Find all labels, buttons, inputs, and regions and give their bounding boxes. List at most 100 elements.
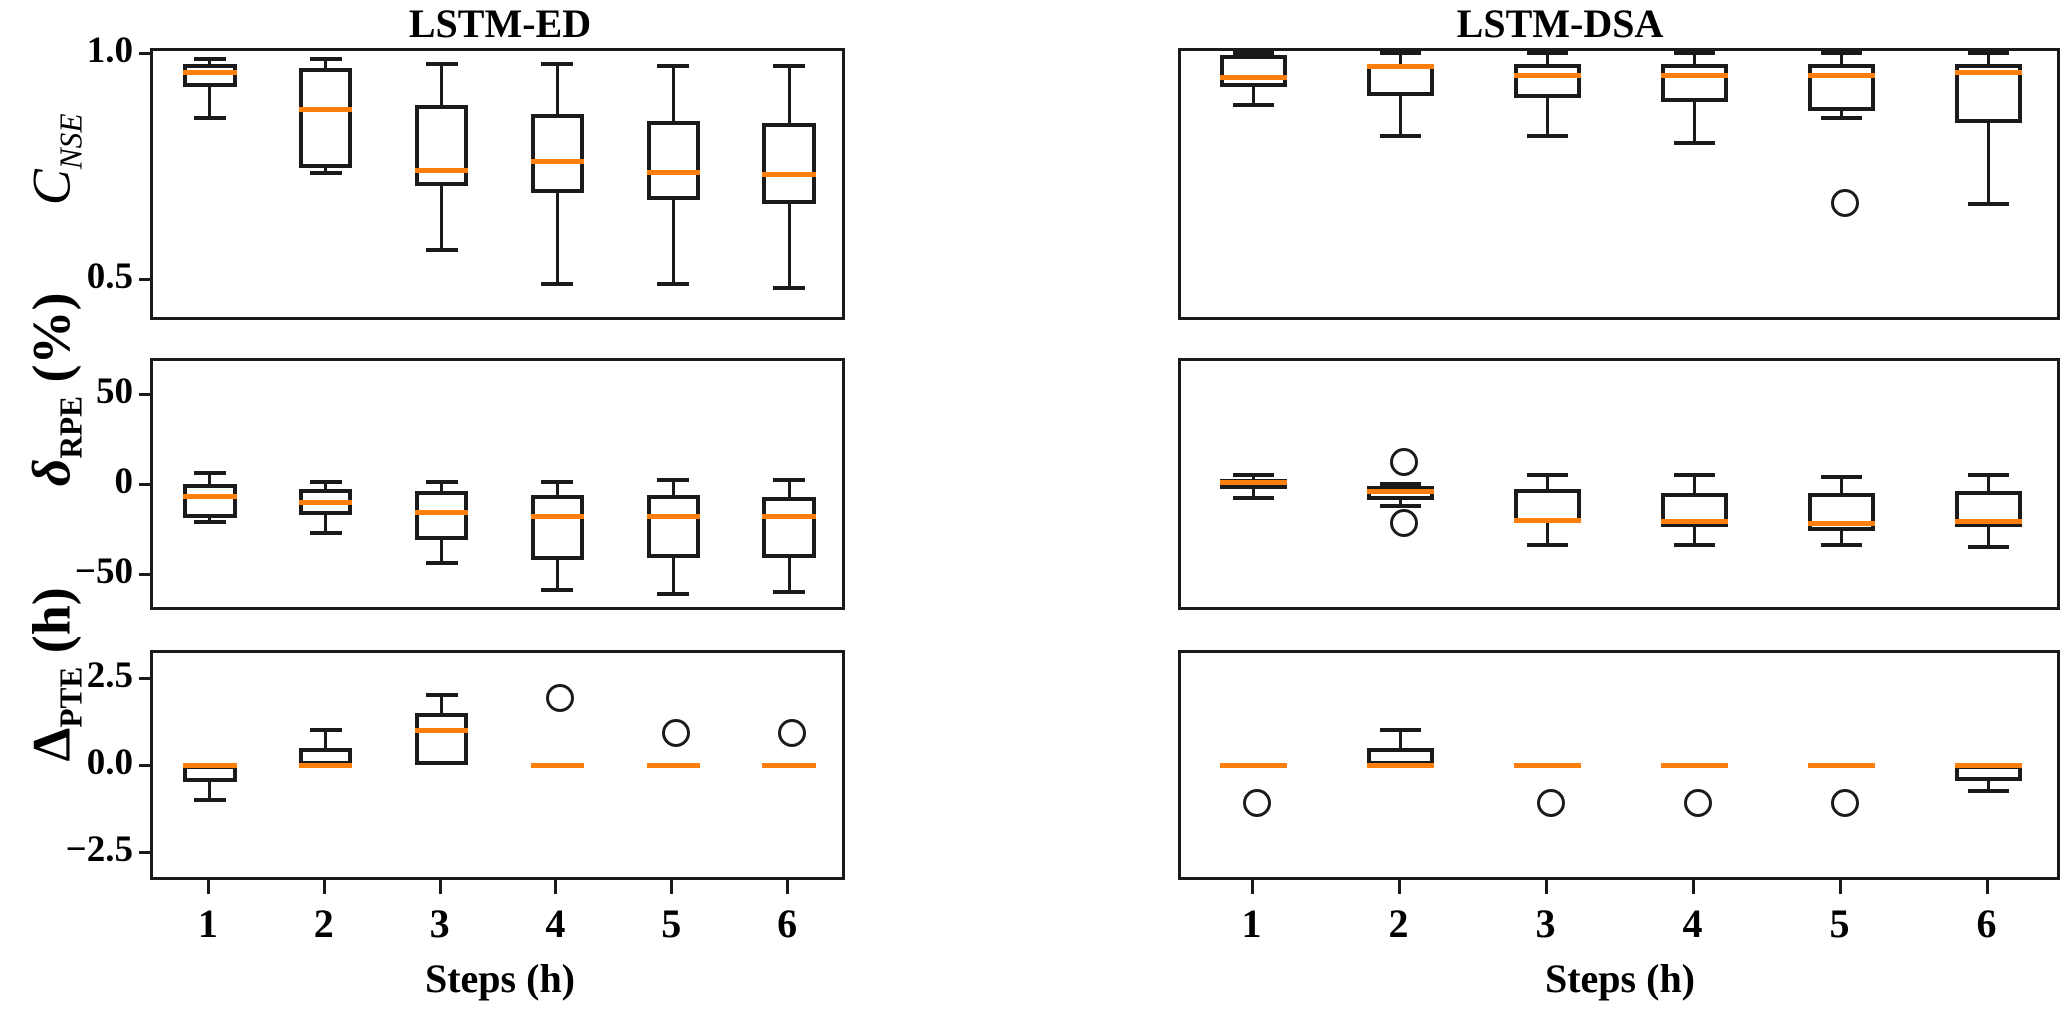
box-right-nse-4 xyxy=(1660,63,1729,103)
whisker-lower-right-nse-4 xyxy=(1693,102,1696,144)
whisker-upper-left-rpe-4 xyxy=(555,482,559,495)
median-right-pte-3 xyxy=(1513,762,1582,768)
median-left-nse-3 xyxy=(414,167,469,173)
box-left-nse-3 xyxy=(414,104,469,187)
whisker-lower-right-pte-6 xyxy=(1987,780,1990,792)
whisker-lower-right-rpe-5 xyxy=(1840,530,1843,546)
median-right-nse-4 xyxy=(1660,72,1729,78)
boxplot-group-right-nse xyxy=(1180,50,2058,318)
median-right-pte-2 xyxy=(1366,762,1435,768)
whisker-cap-lower-left-rpe-5 xyxy=(657,591,690,596)
xtick-mark-right-6 xyxy=(1985,880,1989,894)
box-right-nse-6 xyxy=(1954,63,2023,123)
xtick-label-right-6: 6 xyxy=(1976,901,1997,946)
xtick-label-right-2: 2 xyxy=(1388,901,1409,946)
whisker-cap-lower-left-rpe-4 xyxy=(541,588,574,593)
whisker-cap-lower-left-rpe-3 xyxy=(425,561,458,566)
whisker-upper-left-rpe-6 xyxy=(787,480,791,497)
whisker-upper-left-rpe-1 xyxy=(208,473,212,484)
median-left-rpe-1 xyxy=(183,494,237,500)
median-left-pte-5 xyxy=(646,762,700,768)
flier-right-pte-4-0 xyxy=(1683,788,1712,817)
whisker-lower-right-rpe-6 xyxy=(1987,527,1990,547)
boxplot-group-right-rpe xyxy=(1180,360,2058,608)
whisker-cap-upper-left-rpe-1 xyxy=(193,471,226,476)
whisker-cap-lower-left-rpe-1 xyxy=(193,519,226,524)
median-right-rpe-5 xyxy=(1807,521,1876,527)
whisker-cap-lower-right-nse-3 xyxy=(1527,134,1568,139)
box-left-nse-2 xyxy=(299,68,353,169)
box-left-rpe-4 xyxy=(530,494,585,560)
median-right-rpe-3 xyxy=(1513,517,1582,523)
whisker-cap-upper-right-rpe-4 xyxy=(1674,473,1715,477)
whisker-lower-left-rpe-3 xyxy=(440,539,444,564)
xtick-mark-right-2 xyxy=(1397,880,1401,894)
whisker-upper-left-pte-2 xyxy=(324,730,328,748)
whisker-cap-upper-left-nse-1 xyxy=(193,57,226,62)
whisker-cap-upper-right-rpe-3 xyxy=(1527,473,1568,477)
whisker-cap-upper-left-rpe-2 xyxy=(309,480,342,485)
median-right-rpe-2 xyxy=(1366,488,1435,494)
whisker-cap-lower-left-nse-4 xyxy=(541,281,574,286)
whisker-cap-lower-left-nse-3 xyxy=(425,247,458,252)
whisker-cap-lower-right-nse-1 xyxy=(1233,102,1274,107)
whisker-upper-left-rpe-3 xyxy=(440,482,444,492)
xtick-mark-left-5 xyxy=(670,880,674,894)
whisker-lower-left-rpe-4 xyxy=(555,559,559,591)
whisker-lower-right-nse-2 xyxy=(1399,95,1402,137)
panel-right-rpe xyxy=(1178,358,2060,610)
whisker-lower-left-rpe-5 xyxy=(671,557,675,594)
whisker-upper-left-nse-3 xyxy=(440,63,444,105)
whisker-upper-right-nse-4 xyxy=(1693,52,1696,64)
box-right-nse-5 xyxy=(1807,63,1876,112)
median-left-rpe-6 xyxy=(762,513,816,519)
whisker-cap-lower-left-nse-5 xyxy=(657,281,690,286)
ytick-mark-row2-1 xyxy=(139,764,150,767)
flier-right-rpe-2-0 xyxy=(1389,447,1418,476)
xtick-mark-right-3 xyxy=(1544,880,1548,894)
ytick-mark-row0-0 xyxy=(139,51,150,55)
whisker-lower-right-rpe-1 xyxy=(1252,489,1255,499)
whisker-cap-upper-right-rpe-2 xyxy=(1380,482,1421,486)
xtick-label-right-3: 3 xyxy=(1535,901,1556,946)
whisker-cap-lower-right-rpe-3 xyxy=(1527,543,1568,548)
flier-right-pte-5-0 xyxy=(1830,788,1859,817)
ytick-label-row1-0: 50 xyxy=(96,371,133,412)
median-right-nse-1 xyxy=(1219,74,1288,80)
whisker-cap-upper-right-nse-6 xyxy=(1968,50,2009,55)
whisker-cap-lower-left-nse-2 xyxy=(309,170,342,175)
flier-left-pte-5-0 xyxy=(662,719,691,748)
whisker-upper-left-nse-5 xyxy=(671,66,675,121)
whisker-upper-right-rpe-3 xyxy=(1546,475,1549,490)
whisker-cap-lower-right-pte-6 xyxy=(1968,789,2009,794)
xtick-mark-left-3 xyxy=(438,880,442,894)
median-left-rpe-3 xyxy=(414,510,469,516)
whisker-cap-upper-left-rpe-5 xyxy=(657,478,690,483)
whisker-cap-upper-left-nse-5 xyxy=(657,64,690,69)
box-left-rpe-1 xyxy=(183,484,237,519)
median-left-nse-6 xyxy=(762,172,816,178)
whisker-cap-lower-right-rpe-5 xyxy=(1821,543,1862,548)
median-left-nse-1 xyxy=(183,70,237,76)
box-left-rpe-6 xyxy=(762,496,816,558)
flier-right-pte-1-0 xyxy=(1242,788,1271,817)
median-right-rpe-4 xyxy=(1660,519,1729,525)
boxplot-group-left-pte xyxy=(152,652,843,878)
box-left-nse-4 xyxy=(530,113,585,194)
ytick-mark-row1-1 xyxy=(139,483,150,486)
box-right-rpe-5 xyxy=(1807,493,1876,531)
panel-right-pte xyxy=(1178,650,2060,880)
whisker-cap-lower-right-nse-6 xyxy=(1968,202,2009,207)
box-right-rpe-4 xyxy=(1660,493,1729,528)
median-left-pte-6 xyxy=(762,762,816,768)
median-left-pte-1 xyxy=(183,762,237,768)
whisker-cap-upper-right-nse-2 xyxy=(1380,50,1421,55)
median-left-pte-4 xyxy=(530,762,585,768)
whisker-lower-right-rpe-2 xyxy=(1399,500,1402,506)
whisker-upper-left-nse-6 xyxy=(787,66,791,123)
ytick-mark-row1-2 xyxy=(139,573,150,576)
median-left-rpe-4 xyxy=(530,513,585,519)
median-left-nse-4 xyxy=(530,158,585,164)
whisker-cap-upper-right-rpe-1 xyxy=(1233,473,1274,477)
